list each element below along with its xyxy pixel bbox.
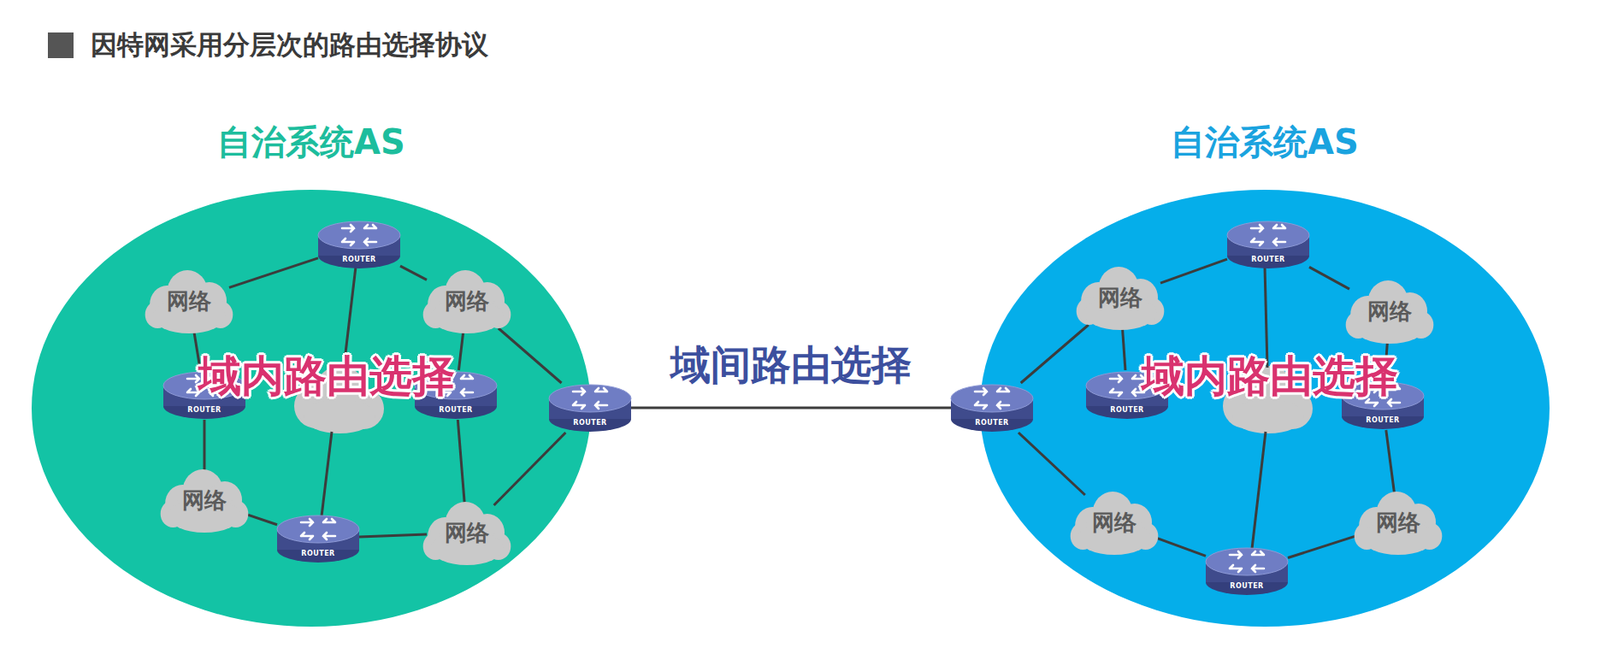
arrow-stroke — [342, 238, 355, 246]
cloud-shape — [1076, 266, 1165, 331]
router-label: ROUTER — [1340, 416, 1426, 425]
cloud-shape — [1070, 491, 1159, 555]
arrow-stroke — [595, 401, 608, 409]
router-top — [549, 384, 632, 413]
link-line — [203, 419, 207, 473]
router-label: ROUTER — [949, 419, 1035, 427]
router-label: ROUTER — [547, 419, 633, 427]
network-cloud: 网络 — [1351, 488, 1446, 557]
inter-domain-label: 域间路由选择 — [670, 338, 912, 393]
cloud-shape — [423, 501, 512, 566]
inner-wire — [321, 266, 1268, 550]
cloud-label: 网络 — [182, 485, 227, 516]
network-cloud: 网络 — [419, 498, 514, 567]
arrow-stroke — [572, 388, 585, 396]
router-arrows — [1251, 224, 1286, 246]
cloud-shape — [1346, 280, 1435, 344]
cloud-label: 网络 — [1098, 283, 1143, 313]
router-arrows — [1229, 551, 1264, 573]
router-top — [950, 384, 1034, 413]
router-node: ROUTER — [949, 381, 1035, 435]
network-cloud: 网络 — [1342, 277, 1437, 346]
cloud-label: 网络 — [166, 286, 212, 317]
arrow-stroke — [187, 389, 200, 396]
router-label: ROUTER — [275, 549, 361, 558]
router-top — [277, 515, 360, 544]
arrow-stroke — [572, 401, 585, 409]
network-cloud: 网络 — [1067, 488, 1162, 557]
router-top — [1227, 221, 1310, 249]
router-label: ROUTER — [161, 406, 248, 414]
arrow-stroke — [301, 532, 313, 540]
cloud-label: 网络 — [444, 518, 490, 549]
arrow-stroke — [1229, 551, 1242, 559]
arrow-stroke — [1251, 238, 1264, 246]
network-cloud: 网络 — [419, 266, 514, 336]
link-line — [631, 407, 951, 410]
router-arrows — [342, 224, 377, 246]
router-arrows — [974, 388, 1010, 409]
router-node: ROUTER — [547, 381, 633, 435]
cloud-label: 网络 — [1375, 507, 1421, 538]
cloud-shape — [423, 270, 512, 334]
arrow-stroke — [364, 224, 377, 229]
arrow-stroke — [323, 532, 336, 540]
bullet-square — [47, 32, 74, 59]
cloud-shape — [1354, 491, 1443, 555]
arrow-stroke — [1109, 389, 1122, 396]
intra-domain-label: 域内路由选择 — [1141, 348, 1399, 406]
cloud-shape — [160, 469, 249, 533]
router-top — [318, 221, 401, 249]
router-arrows — [1109, 375, 1145, 396]
router-node: ROUTER — [316, 218, 402, 272]
router-node: ROUTER — [1204, 544, 1290, 598]
arrow-stroke — [974, 388, 987, 396]
arrow-stroke — [1251, 551, 1264, 555]
arrow-stroke — [595, 388, 608, 392]
as-ellipse-fill — [980, 189, 1550, 627]
cloud-label: 网络 — [444, 286, 490, 317]
arrow-stroke — [1251, 565, 1264, 573]
network-cloud: 网络 — [157, 466, 252, 535]
router-arrows — [301, 519, 336, 540]
router-arrows — [572, 388, 608, 409]
router-node: ROUTER — [275, 512, 361, 566]
router-label: ROUTER — [1225, 255, 1311, 264]
arrow-stroke — [323, 519, 336, 523]
arrow-stroke — [342, 224, 355, 232]
arrow-stroke — [1251, 224, 1264, 232]
arrow-stroke — [301, 519, 313, 526]
router-label: ROUTER — [316, 255, 402, 264]
cloud-label: 网络 — [1092, 507, 1137, 538]
arrow-stroke — [460, 375, 473, 379]
intra-domain-label: 域内路由选择 — [198, 348, 455, 406]
arrow-stroke — [1109, 375, 1122, 383]
network-cloud: 网络 — [1073, 263, 1168, 332]
arrow-stroke — [997, 401, 1010, 409]
router-node: ROUTER — [1225, 218, 1311, 272]
network-cloud: 网络 — [141, 266, 237, 336]
page-title: 因特网采用分层次的路由选择协议 — [90, 27, 489, 64]
arrow-stroke — [997, 388, 1010, 392]
arrow-stroke — [187, 375, 200, 383]
cloud-label: 网络 — [1367, 296, 1412, 327]
arrow-stroke — [364, 238, 377, 246]
router-label: ROUTER — [413, 406, 499, 414]
arrow-stroke — [974, 401, 987, 409]
arrow-stroke — [1273, 238, 1286, 246]
as-heading: 自治系统AS — [30, 118, 592, 166]
cloud-shape — [145, 270, 234, 334]
as-heading: 自治系统AS — [979, 118, 1551, 166]
router-label: ROUTER — [1204, 582, 1290, 591]
as-ellipse-fill — [31, 189, 591, 627]
arrow-stroke — [1273, 224, 1286, 229]
router-label: ROUTER — [1084, 406, 1170, 414]
arrow-stroke — [1229, 565, 1242, 573]
router-top — [1205, 548, 1288, 576]
arrow-stroke — [460, 389, 473, 396]
